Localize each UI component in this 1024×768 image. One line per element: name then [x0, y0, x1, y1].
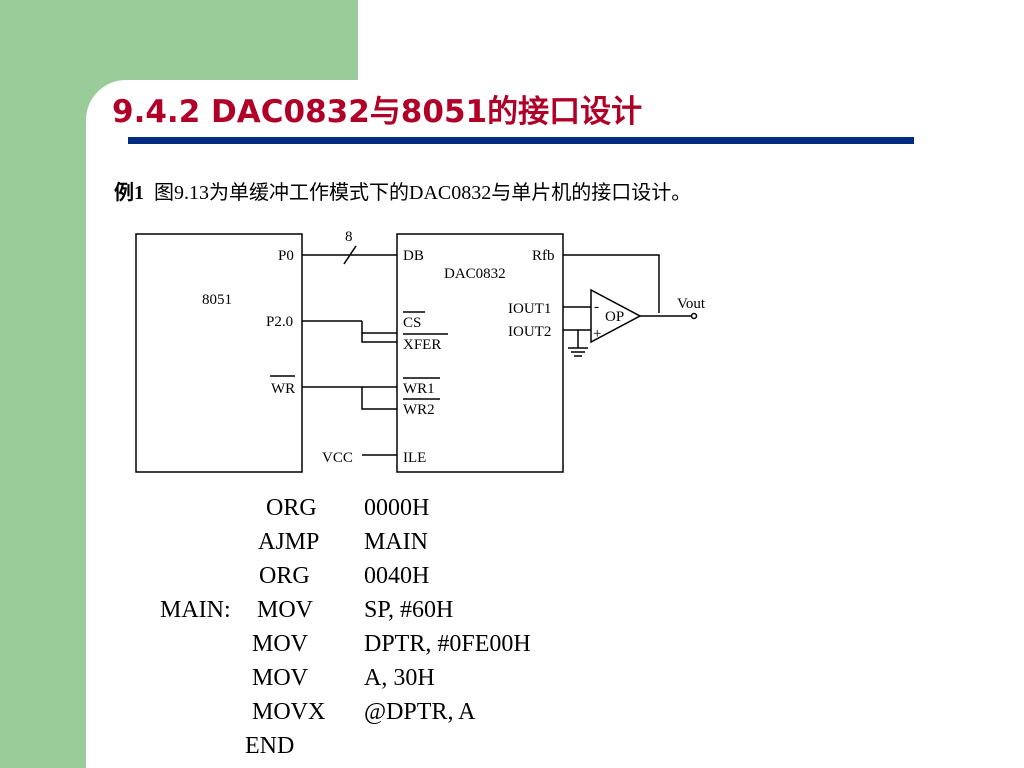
code-arg: 0000H — [364, 495, 430, 521]
code-op: ORG — [266, 495, 317, 521]
code-op: MOV — [252, 665, 309, 691]
code-arg: A, 30H — [364, 665, 435, 691]
code-arg: SP, #60H — [364, 597, 454, 623]
cs-label: CS — [403, 315, 421, 331]
wr-label: WR — [271, 381, 295, 397]
example-label: 例1 — [114, 182, 144, 204]
code-arg: DPTR, #0FE00H — [364, 631, 531, 657]
p0-label: P0 — [278, 248, 294, 264]
iout1-label: IOUT1 — [508, 301, 551, 317]
op-plus-label: + — [593, 326, 601, 342]
code-op: MOV — [257, 597, 314, 623]
p20-label: P2.0 — [266, 314, 293, 330]
circuit-diagram: 8 P0 8051 P2.0 WR VCC DB Rfb DAC0832 CS … — [135, 229, 706, 473]
code-op: END — [245, 733, 295, 759]
dac-name: DAC0832 — [444, 266, 506, 282]
code-arg: @DPTR, A — [364, 699, 476, 725]
code-label: MAIN: — [160, 597, 231, 623]
code-op: MOVX — [252, 699, 326, 725]
dac-box — [396, 233, 564, 473]
vout-terminal — [690, 312, 698, 320]
bus-slash — [343, 245, 357, 265]
mcu-name: 8051 — [202, 292, 232, 308]
code-op: MOV — [252, 631, 309, 657]
example-line: 例1 图9.13为单缓冲工作模式下的DAC0832与单片机的接口设计。 — [114, 176, 691, 205]
code-op: AJMP — [258, 529, 320, 555]
vcc-label: VCC — [322, 450, 353, 466]
bus-width-label: 8 — [345, 229, 353, 245]
wr1-label: WR1 — [403, 381, 435, 397]
content-panel — [86, 80, 1024, 768]
db-label: DB — [403, 248, 424, 264]
ile-label: ILE — [403, 450, 426, 466]
iout2-label: IOUT2 — [508, 324, 551, 340]
vout-label: Vout — [677, 296, 706, 312]
code-arg: 0040H — [364, 563, 430, 589]
rfb-label: Rfb — [532, 248, 555, 264]
code-arg: MAIN — [364, 529, 428, 555]
code-op: ORG — [259, 563, 310, 589]
op-minus-label: - — [594, 299, 599, 315]
xfer-label: XFER — [403, 337, 441, 353]
mcu-box — [135, 233, 303, 473]
slide-title: 9.4.2 DAC0832与8051的接口设计 — [112, 94, 643, 130]
title-underline — [128, 137, 914, 144]
op-amp-symbol — [590, 288, 642, 344]
sidebar-strip — [0, 0, 86, 768]
op-label: OP — [605, 309, 624, 325]
wr2-label: WR2 — [403, 402, 435, 418]
example-text: 图9.13为单缓冲工作模式下的DAC0832与单片机的接口设计。 — [154, 182, 692, 204]
